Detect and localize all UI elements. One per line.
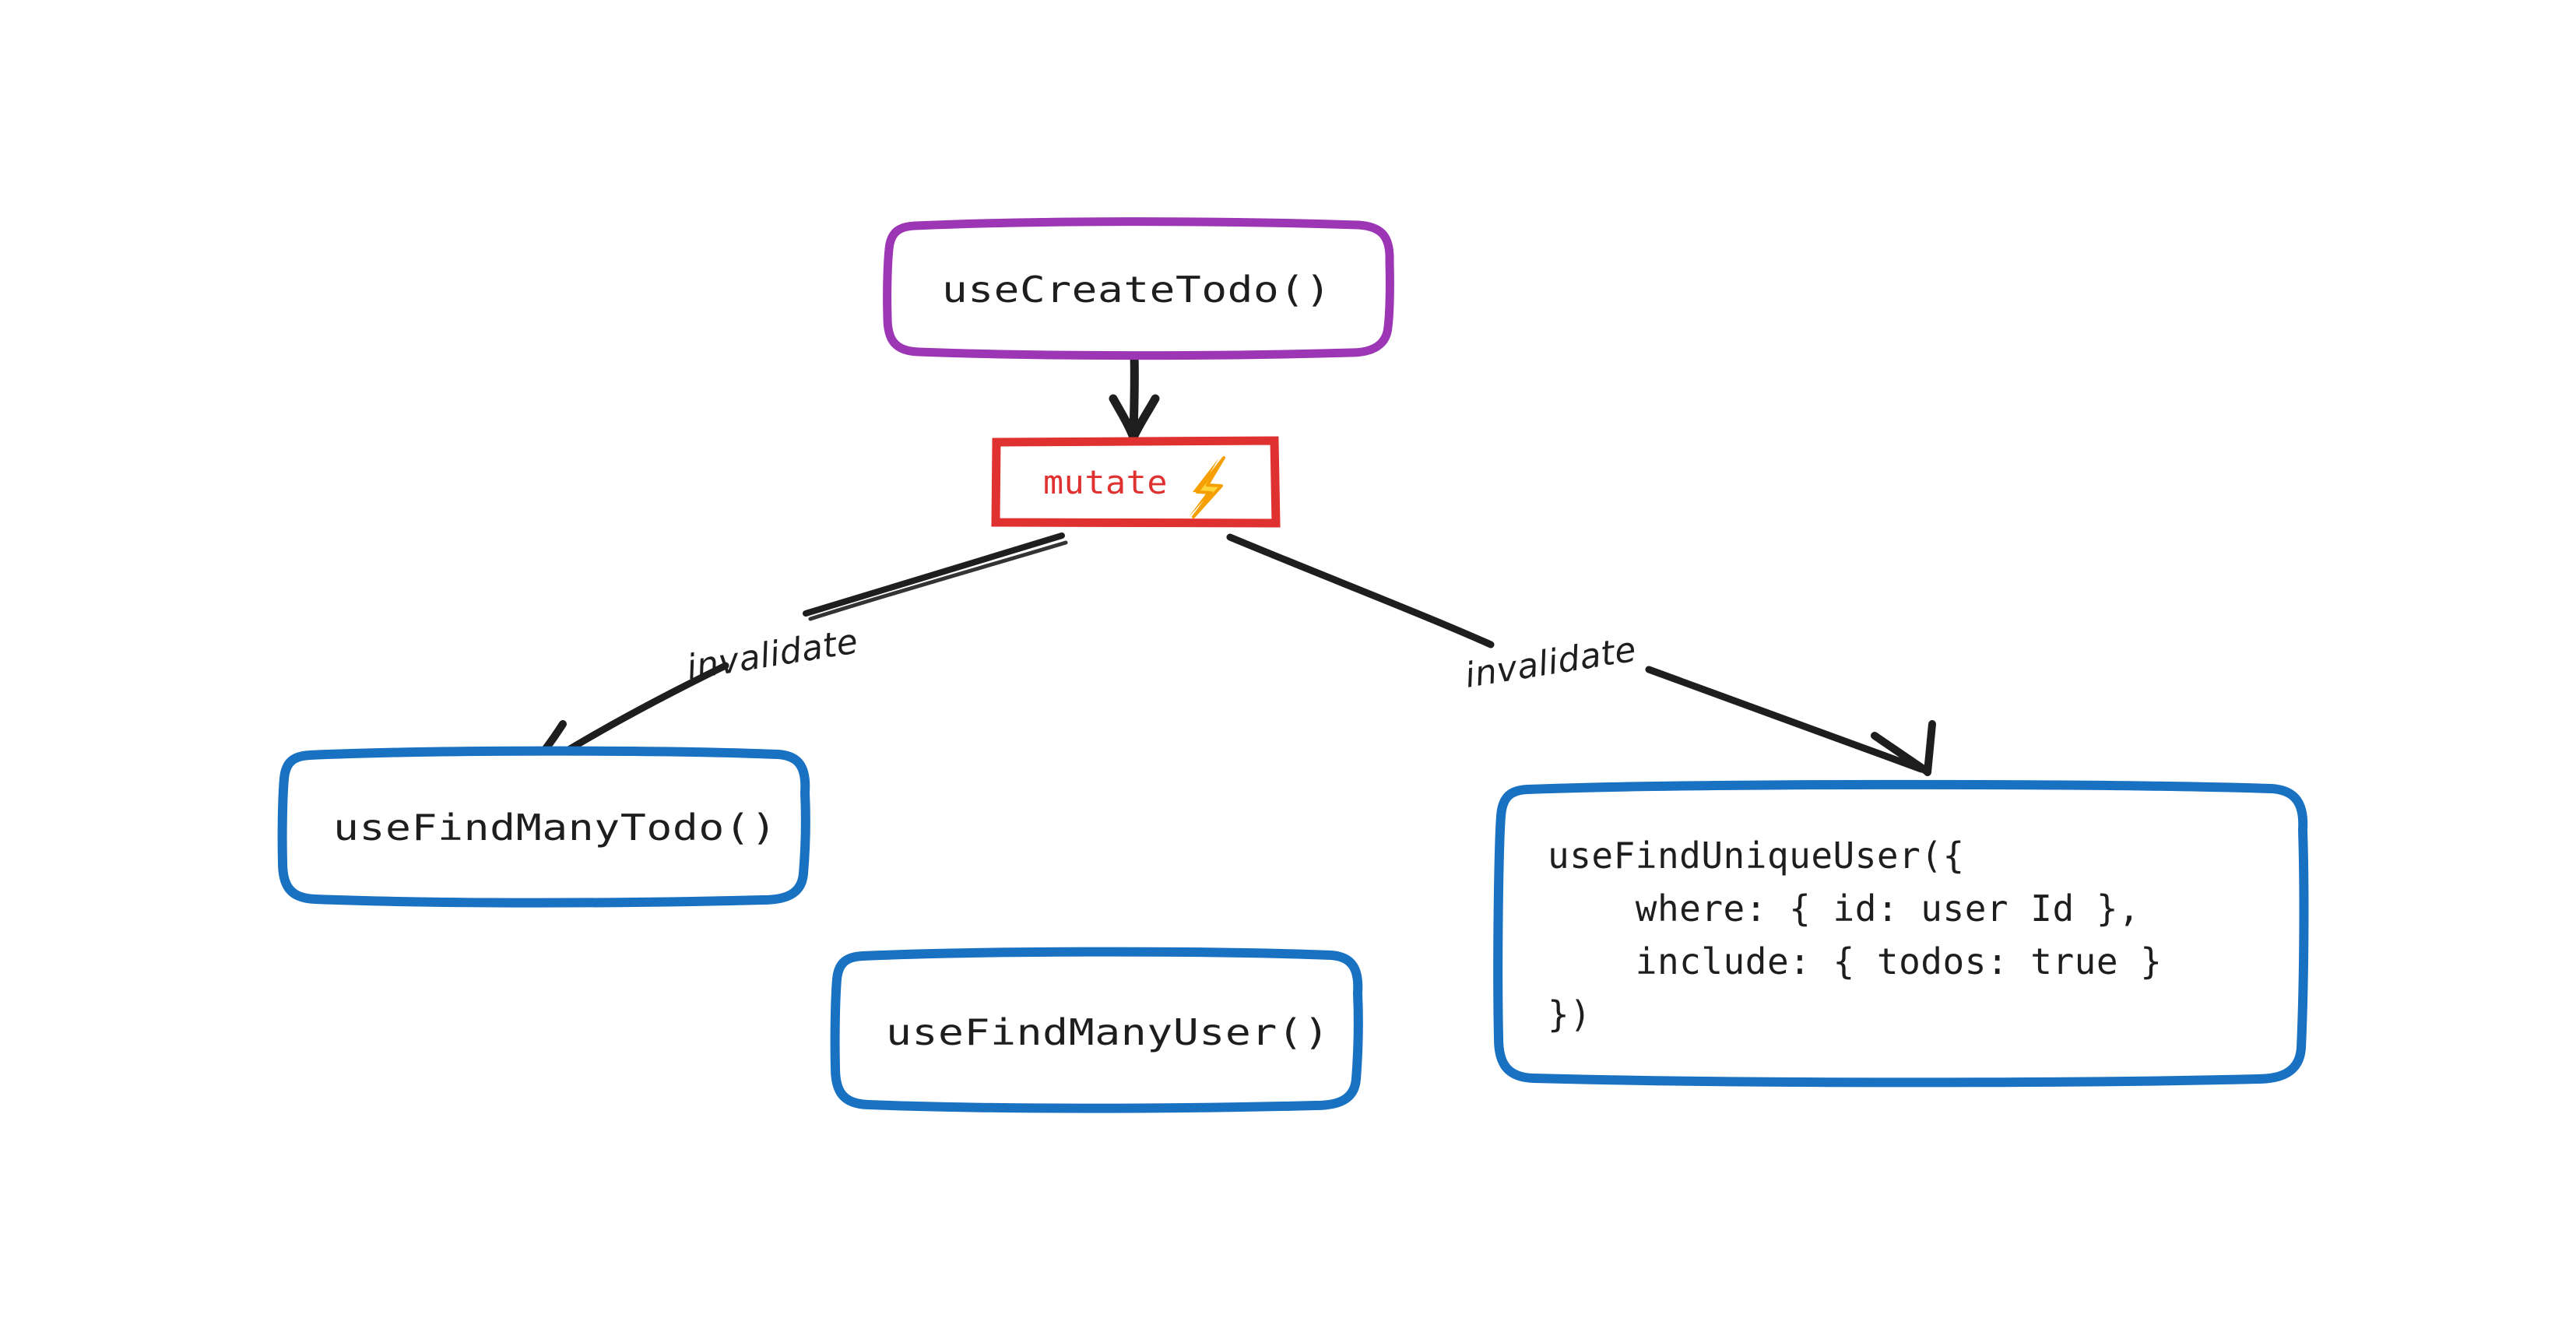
- edge-label-invalidate-right: invalidate: [1462, 630, 1639, 696]
- node-use-find-unique-user[interactable]: useFindUniqueUser({ where: { id: user Id…: [1493, 779, 2309, 1088]
- node-border: [830, 947, 1363, 1113]
- arrowhead-right-barb: [1924, 720, 1936, 776]
- node-border: [277, 746, 810, 908]
- node-label-use-find-many-todo: useFindManyTodo(): [333, 807, 777, 849]
- edge-line-segment-upper: [1226, 533, 1495, 648]
- edge-line-segment-upper: [803, 532, 1065, 617]
- node-label-use-create-todo: useCreateTodo(): [942, 269, 1331, 311]
- node-code-line-2: include: { todos: true }: [1548, 940, 2162, 982]
- node-use-find-many-user[interactable]: useFindManyUser(): [830, 947, 1363, 1113]
- node-border: [1493, 779, 2309, 1088]
- bolt-body: [1192, 456, 1225, 518]
- high-voltage-icon: [1189, 456, 1225, 518]
- edge-line: [1129, 350, 1139, 438]
- edge-label-invalidate-left-group: invalidate: [684, 621, 861, 687]
- arrowhead-upper-barb: [1871, 732, 1930, 775]
- edge-create-todo-to-mutate: [1109, 350, 1160, 442]
- node-code-line-0: useFindUniqueUser({: [1548, 835, 1965, 877]
- edge-line-segment-lower: [1645, 666, 1925, 773]
- edge-label-invalidate-right-group: invalidate: [1462, 630, 1639, 696]
- node-use-create-todo[interactable]: useCreateTodo(): [883, 217, 1394, 360]
- edge-mutate-to-find-unique-user: [1226, 533, 1936, 776]
- node-mutate[interactable]: mutate: [991, 436, 1281, 528]
- node-code-line-3: }): [1548, 993, 1591, 1035]
- node-code-line-1: where: { id: user Id },: [1548, 887, 2140, 930]
- edge-label-invalidate-left: invalidate: [684, 621, 861, 687]
- node-border: [883, 217, 1394, 360]
- node-use-find-many-todo[interactable]: useFindManyTodo(): [277, 746, 810, 908]
- arrowhead-right-barb: [1129, 394, 1160, 442]
- node-label-mutate: mutate: [1043, 463, 1168, 501]
- edge-line-segment-upper-echo: [808, 540, 1068, 621]
- node-label-use-find-many-user: useFindManyUser(): [886, 1011, 1330, 1053]
